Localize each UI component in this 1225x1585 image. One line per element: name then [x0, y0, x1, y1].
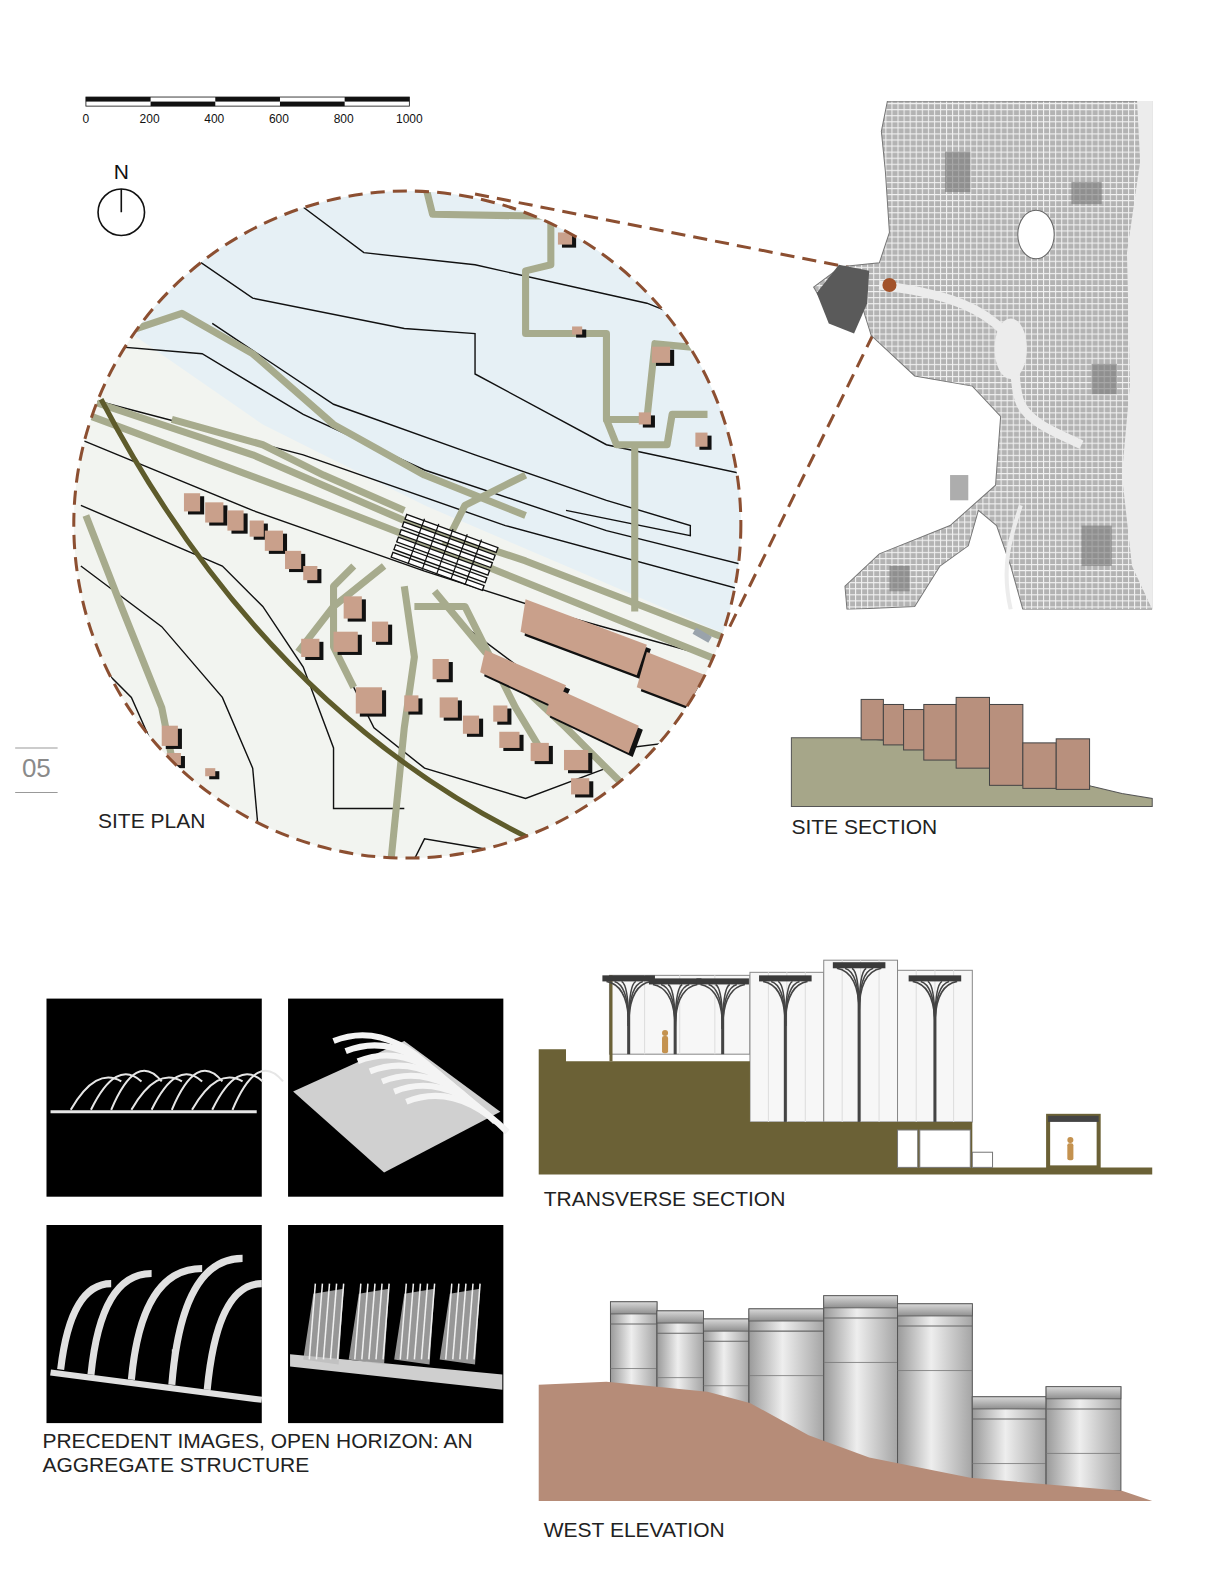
scale-number: 0 — [83, 113, 90, 127]
scale-number: 1000 — [396, 113, 423, 127]
scale-number: 200 — [140, 113, 160, 127]
scale-bar — [86, 97, 409, 106]
west-elevation — [539, 1296, 1153, 1501]
scale-number: 400 — [204, 113, 224, 127]
scale-number: 600 — [269, 113, 289, 127]
north-label: N — [114, 160, 129, 184]
drawing-caption: TRANSVERSE SECTION — [544, 1187, 786, 1211]
north-arrow — [98, 189, 144, 235]
page-number-rules — [15, 748, 57, 792]
drawing-caption: WEST ELEVATION — [544, 1518, 725, 1542]
site-section — [791, 697, 1152, 806]
drawing-caption: SITE SECTION — [791, 815, 937, 839]
page-number: 05 — [22, 754, 51, 784]
precedent-images — [46, 999, 507, 1424]
drawing-caption: SITE PLAN — [98, 809, 205, 833]
drawing-caption: PRECEDENT IMAGES, OPEN HORIZON: AN AGGRE… — [42, 1429, 512, 1477]
scale-number: 800 — [334, 113, 354, 127]
site-plan — [61, 182, 890, 879]
city-map — [814, 101, 1153, 609]
transverse-section — [539, 960, 1153, 1174]
